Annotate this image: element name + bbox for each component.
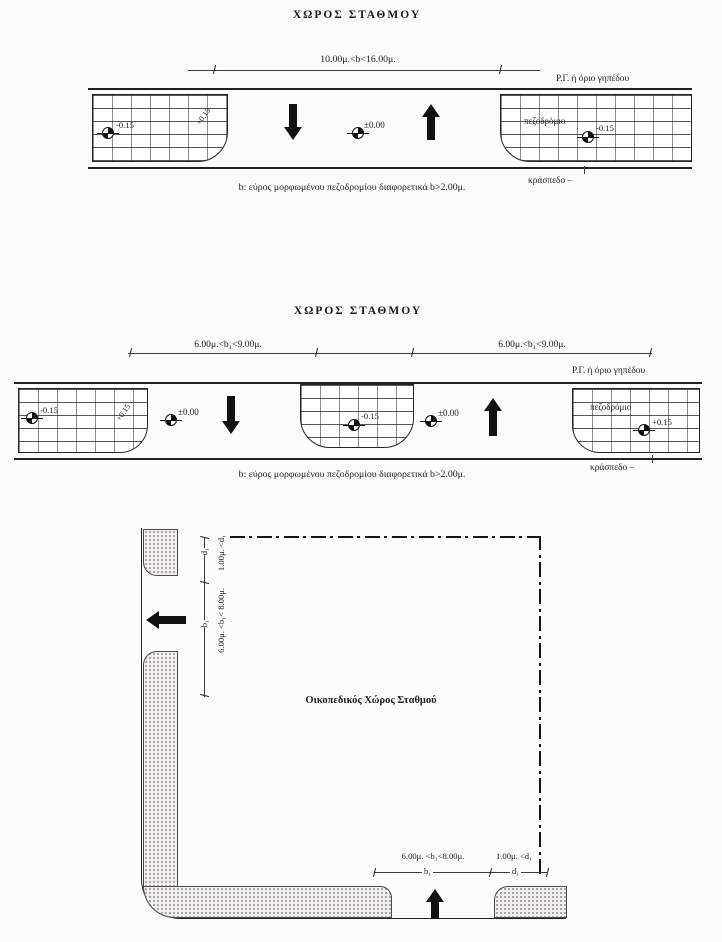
diagram2-caption: b: εύρος μορφωμένου πεζοδρομίου διαφορετ… [238,469,466,480]
median-island [300,384,414,448]
sidewalk-right [572,388,700,453]
level-symbol [420,415,442,427]
sidewalk-strip-left [143,651,178,888]
level-left-sidewalk: -0.15 [40,405,58,415]
entrance-width-tick-label-bottom: b₁ [422,866,434,876]
level-road-right: ±0.00 [438,408,459,418]
level-symbol [343,419,365,431]
boundary-line-top [230,536,541,538]
sidewalk-strip-bottom [143,886,392,918]
road-edge-top [88,88,692,90]
sidewalk-label: πεζοδρόμιο [524,116,566,126]
traffic-arrow-down [284,104,302,140]
sidewalk-right [500,94,692,162]
entrance-depth-tick-label: d₁ [197,548,211,556]
level-symbol [347,127,369,139]
property-line-label: Ρ.Γ. ή όριο γηπέδου [572,366,646,376]
entrance-depth-dimension-left: 1.00μ. <d₁ [216,535,226,572]
entrance-width-dimension-bottom: 6.00μ. <b₁<8.00μ. [401,851,465,861]
road-edge-bottom [14,458,702,460]
level-island: -0.15 [361,411,379,421]
road-edge-top [14,382,702,384]
sidewalk-left [92,94,228,162]
level-symbol [97,127,119,139]
site-label: Οικοπεδικός Χώρος Σταθμού [305,695,437,706]
dimension-line-left [204,537,205,697]
entrance-width-tick-label: b₁ [197,620,211,628]
sidewalk-block-top [143,529,178,576]
level-left-sidewalk: -0.15 [116,120,134,130]
curb-leader [584,166,585,174]
dimension-line-bottom [374,872,548,873]
sidewalk-left [18,388,148,453]
diagram1-caption: b: εύρος μορφωμένου πεζοδρομίου διαφορετ… [238,182,466,193]
traffic-arrow-down [222,396,240,434]
curb-label: κράσπεδο – [590,463,635,473]
level-symbol [21,412,43,424]
sidewalk-block-bottom-right [494,886,567,918]
diagram1-title: ΧΩΡΟΣ ΣΤΑΘΜΟΥ [292,9,422,21]
level-symbol [577,131,599,143]
dimension-line [188,70,540,71]
exit-arrow-left [146,611,188,629]
sidewalk-label: πεζοδρόμιο [590,402,632,412]
street-width-dimension: 10.00μ.<b<16.00μ. [320,54,396,65]
traffic-arrow-up [422,104,440,140]
diagram2-title: ΧΩΡΟΣ ΣΤΑΘΜΟΥ [293,305,423,317]
lane-width-dimension-left: 6.00μ.<b₁<9.00μ. [194,339,262,350]
road-edge-bottom [88,167,692,169]
level-symbol [160,414,182,426]
property-line-label: Ρ.Γ. ή όριο γηπέδου [556,74,630,84]
traffic-arrow-up [484,398,502,436]
entrance-depth-tick-label-bottom: d₁ [510,866,522,876]
level-right-sidewalk: +0.15 [652,417,672,427]
lane-width-dimension-right: 6.00μ.<b₁<9.00μ. [498,339,566,350]
level-symbol [633,424,655,436]
curb-leader [652,455,653,463]
street-edge-outer [141,528,566,919]
entrance-width-dimension-left: 6.00μ. <b₁< 8.00μ. [216,588,226,653]
level-right-sidewalk: -0.15 [596,123,614,133]
level-road-left: ±0.00 [178,407,199,417]
dimension-line [128,353,652,354]
entrance-arrow-up [426,889,444,919]
boundary-line-right [539,536,541,874]
entrance-depth-dimension-bottom: 1.00μ. <d₁ [495,851,533,861]
level-road: ±0.00 [364,120,385,130]
curb-label: κράσπεδο – [528,176,573,186]
